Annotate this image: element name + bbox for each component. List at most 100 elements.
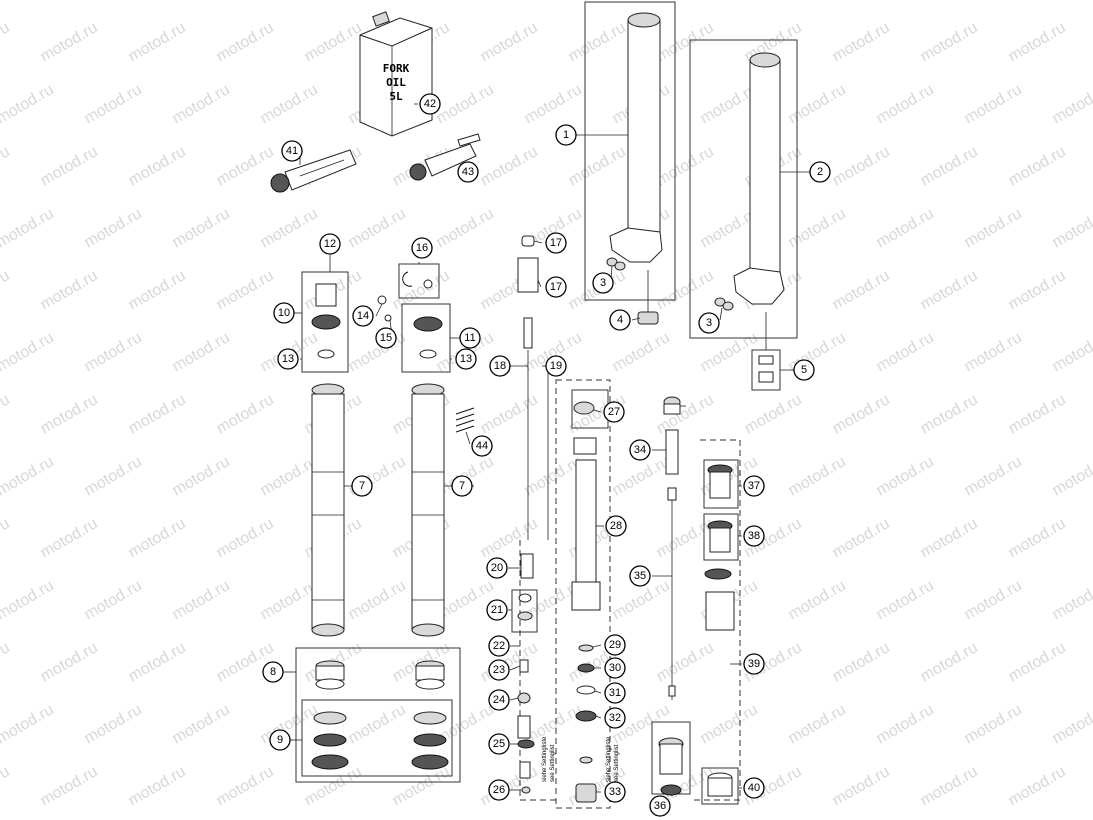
callout-number: 41 [286,145,298,157]
watermark-text: motod.ru [610,329,673,375]
callout-number: 19 [550,360,562,372]
callout-17: 17 [545,276,567,298]
watermark-text: motod.ru [874,0,937,3]
watermark-text: motod.ru [874,577,937,623]
watermark-text: motod.ru [170,0,233,3]
watermark-text: motod.ru [258,453,321,499]
watermark-text: motod.ru [126,763,189,809]
leader-lines [282,103,810,796]
callout-number: 18 [494,360,506,372]
watermark-text: motod.ru [126,267,189,313]
watermark-text: motod.ru [1006,639,1069,685]
watermark-text: motod.ru [0,205,57,251]
watermark-text: motod.ru [1006,19,1069,65]
bushings-right [411,660,449,770]
watermark-text: motod.ru [38,515,101,561]
watermark-text: motod.ru [786,453,849,499]
callout-circle [273,302,295,324]
watermark-text: motod.ru [1050,81,1093,127]
watermark-text: motod.ru [82,0,145,3]
watermark-text: motod.ru [1050,453,1093,499]
watermark-text: motod.ru [0,143,13,189]
watermark-text: motod.ru [874,81,937,127]
callout-29: 29 [604,634,626,656]
watermark-text: motod.ru [786,0,849,3]
frame-part-41 [701,767,739,805]
watermark-text: motod.ru [0,639,13,685]
callout-number: 3 [600,277,606,289]
callout-9: 9 [269,729,291,751]
watermark-text: motod.ru [82,701,145,747]
callout-circle [604,707,626,729]
watermark-text: motod.ru [1050,701,1093,747]
callout-28: 28 [605,515,627,537]
inner-tube-left [311,383,345,637]
callout-13: 13 [277,348,299,370]
callout-circle [809,161,831,183]
watermark-text: motod.ru [962,453,1025,499]
watermark-text: motod.ru [0,577,57,623]
callout-number: 11 [464,332,475,344]
callout-number: 35 [634,570,646,582]
callout-circle [351,475,373,497]
watermark-text: motod.ru [1006,143,1069,189]
callout-number: 30 [609,662,621,674]
watermark-text: motod.ru [38,267,101,313]
callout-number: 21 [491,604,503,616]
callout-circle [592,272,614,294]
watermark-text: motod.ru [962,329,1025,375]
callout-circle [488,689,510,711]
watermark-text: motod.ru [654,515,717,561]
watermark-text: motod.ru [918,515,981,561]
callout-number: 2 [817,166,823,178]
watermark-text: motod.ru [830,515,893,561]
watermark-text: motod.ru [170,453,233,499]
frame-part-22 [511,589,538,633]
callout-circle [488,659,510,681]
callout-16: 16 [411,237,433,259]
cartridge-assembly [571,401,601,803]
callout-39: 39 [743,653,765,675]
watermark-text: motod.ru [918,391,981,437]
watermark-text: motod.ru [170,329,233,375]
callout-number: 7 [459,480,465,492]
watermark-text: motod.ru [918,19,981,65]
callout-circle [488,733,510,755]
watermark-text: motod.ru [0,515,13,561]
callout-circle [545,276,567,298]
callout-circle [488,635,510,657]
watermark-text: motod.ru [214,763,277,809]
callout-circle [698,312,720,334]
watermark-text: motod.ru [38,143,101,189]
callout-circle [277,348,299,370]
cartridge-assembly-dash [690,439,741,801]
frame-part-10 [301,271,349,373]
grease-tube-44 [409,133,481,181]
callout-number: 14 [357,310,369,322]
watermark-text: motod.ru [654,19,717,65]
watermark-text: motod.ru [962,205,1025,251]
callout-13: 13 [455,348,477,370]
callout-22: 22 [488,635,510,657]
watermark-text: motod.ru [830,143,893,189]
frame-part-38 [703,459,739,509]
callout-circle [489,355,511,377]
callout-5: 5 [793,359,815,381]
callout-circle [604,657,626,679]
callout-circle [451,475,473,497]
watermark-text: motod.ru [434,0,497,3]
setting-note-en-2: see Settinglist [614,744,620,782]
callout-circle [352,305,374,327]
callout-circle [743,475,765,497]
watermark-text: motod.ru [1006,267,1069,313]
callout-circle [629,565,651,587]
watermark-text: motod.ru [126,19,189,65]
callout-15: 15 [375,327,397,349]
callout-circle [486,557,508,579]
callout-38: 38 [743,525,765,547]
oil-can-label-line1: FORK [383,62,410,75]
watermark-text: motod.ru [434,205,497,251]
